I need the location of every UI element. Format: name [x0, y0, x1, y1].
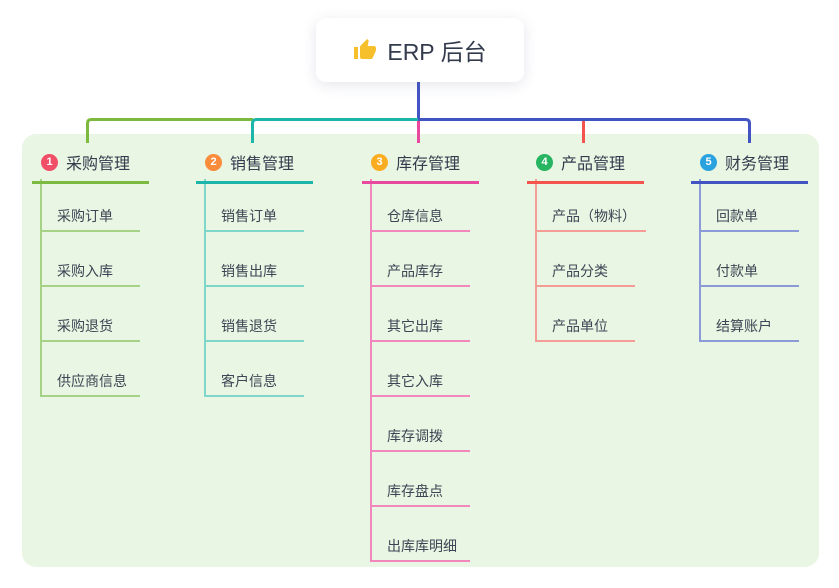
node-stock-transfer[interactable]: 库存调拨	[370, 426, 470, 452]
node-receipt-order[interactable]: 回款单	[699, 206, 799, 232]
node-customer-info[interactable]: 客户信息	[204, 371, 304, 397]
node-purchase-return[interactable]: 采购退货	[40, 316, 140, 342]
branch-header-product[interactable]: 4 产品管理	[527, 150, 644, 184]
branch-header-finance[interactable]: 5 财务管理	[691, 150, 808, 184]
branch-header-purchase[interactable]: 1 采购管理	[32, 150, 149, 184]
branch-label: 库存管理	[396, 156, 461, 173]
branch-4-child-rail	[535, 179, 537, 342]
branch-1-badge: 1	[41, 153, 58, 171]
node-sales-return[interactable]: 销售退货	[204, 316, 304, 342]
branch-2-connector-line	[251, 118, 418, 143]
node-settlement-account[interactable]: 结算账户	[699, 316, 799, 342]
node-outbound-detail[interactable]: 出库库明细	[370, 536, 470, 562]
node-sales-outbound[interactable]: 销售出库	[204, 261, 304, 287]
branch-5-connector-line	[418, 118, 751, 143]
branch-label: 采购管理	[66, 156, 131, 173]
branch-1-child-rail	[40, 179, 42, 397]
node-stock-count[interactable]: 库存盘点	[370, 481, 470, 507]
root-node-label: ERP 后台	[387, 39, 487, 65]
branch-1-connector-line	[86, 118, 253, 143]
branches-panel	[22, 134, 819, 567]
branch-5-badge: 5	[700, 153, 717, 171]
node-warehouse-info[interactable]: 仓库信息	[370, 206, 470, 232]
branch-2-child-rail	[204, 179, 206, 397]
branch-header-inventory[interactable]: 3 库存管理	[362, 150, 479, 184]
node-product-category[interactable]: 产品分类	[535, 261, 635, 287]
node-product-unit[interactable]: 产品单位	[535, 316, 635, 342]
node-supplier-info[interactable]: 供应商信息	[40, 371, 140, 397]
branch-label: 销售管理	[230, 156, 295, 173]
branch-3-child-rail	[370, 179, 372, 562]
branch-3-badge: 3	[371, 153, 388, 171]
node-purchase-order[interactable]: 采购订单	[40, 206, 140, 232]
node-purchase-inbound[interactable]: 采购入库	[40, 261, 140, 287]
thumbs-up-icon	[353, 38, 377, 62]
node-product-material[interactable]: 产品（物料）	[535, 206, 646, 232]
branch-header-sales[interactable]: 2 销售管理	[196, 150, 313, 184]
node-payment-order[interactable]: 付款单	[699, 261, 799, 287]
node-product-stock[interactable]: 产品库存	[370, 261, 470, 287]
branch-4-badge: 4	[536, 153, 553, 171]
branch-label: 财务管理	[725, 156, 790, 173]
root-node[interactable]: ERP 后台	[316, 18, 524, 82]
branch-2-badge: 2	[205, 153, 222, 171]
branch-label: 产品管理	[561, 156, 626, 173]
node-other-inbound[interactable]: 其它入库	[370, 371, 470, 397]
node-other-outbound[interactable]: 其它出库	[370, 316, 470, 342]
node-sales-order[interactable]: 销售订单	[204, 206, 304, 232]
branch-5-child-rail	[699, 179, 701, 342]
